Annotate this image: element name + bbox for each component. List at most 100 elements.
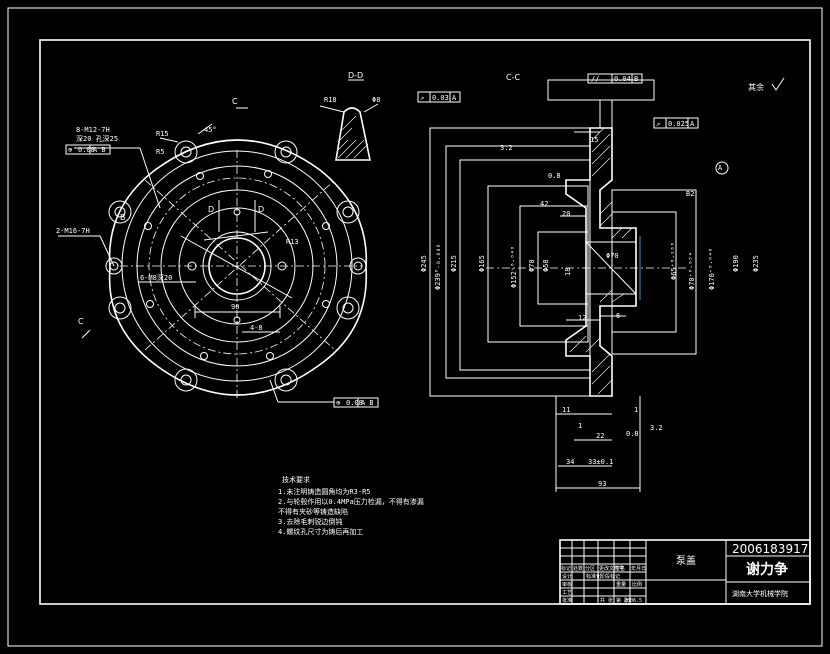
svg-text:0.8: 0.8 (626, 430, 639, 438)
svg-text:3.去除毛刺锐边倒钝: 3.去除毛刺锐边倒钝 (278, 517, 342, 526)
vertical-dims: Φ245 Φ239⁰₋₀.₀₄₆ Φ215 Φ165 Φ152⁺⁰·⁰⁴⁰ Φ7… (420, 242, 760, 290)
svg-text:Φ58: Φ58 (542, 259, 550, 272)
svg-text:33±0.1: 33±0.1 (588, 458, 613, 466)
svg-text:第 张: 第 张 (616, 597, 629, 604)
svg-text:⊕: ⊕ (68, 146, 73, 154)
svg-text:Φ70⁺⁰·⁰⁵⁴: Φ70⁺⁰·⁰⁵⁴ (688, 252, 696, 290)
svg-text:共 张: 共 张 (600, 597, 613, 604)
svg-text:1: 1 (578, 422, 582, 430)
svg-text:审核: 审核 (562, 581, 572, 588)
author-name: 谢力争 (746, 561, 788, 578)
svg-text:A: A (690, 120, 695, 128)
svg-text:标准化: 标准化 (586, 573, 601, 580)
svg-text:Φ70: Φ70 (528, 259, 536, 272)
label-dim-90: 90 (231, 303, 239, 311)
tolerance-frame-parallel: // 0.04 B (587, 73, 643, 84)
label-thread-2: 2-M16-7H (56, 227, 90, 235)
svg-text:B2: B2 (686, 190, 694, 198)
svg-text:42: 42 (540, 200, 548, 208)
student-id: 2006183917 (732, 542, 808, 556)
svg-text:A: A (452, 94, 457, 102)
svg-text:Φ215: Φ215 (450, 255, 458, 272)
svg-text:18: 18 (564, 268, 572, 276)
section-dd (319, 79, 379, 161)
part-name: 泵盖 (676, 554, 696, 567)
svg-text:Φ239⁰₋₀.₀₄₆: Φ239⁰₋₀.₀₄₆ (434, 244, 442, 290)
svg-text:⊕: ⊕ (336, 399, 341, 407)
label-angle-45: 45° (204, 126, 217, 134)
svg-text:↗: ↗ (420, 94, 424, 102)
label-section-cc: C-C (506, 73, 520, 82)
svg-text:Φ235: Φ235 (752, 255, 760, 272)
svg-text:设计: 设计 (562, 573, 572, 580)
label-sym-b: B (120, 213, 126, 222)
svg-text:B: B (634, 75, 638, 83)
svg-text:更改文件号: 更改文件号 (599, 565, 624, 572)
svg-text:0.8: 0.8 (548, 172, 561, 180)
section-cc (429, 79, 697, 492)
svg-text:Φ165: Φ165 (478, 255, 486, 272)
svg-text:1: 1 (634, 406, 638, 414)
svg-text:1.未注明铸造圆角均为R3-R5: 1.未注明铸造圆角均为R3-R5 (278, 487, 371, 496)
svg-text:Φ152⁺⁰·⁰⁴⁰: Φ152⁺⁰·⁰⁴⁰ (510, 246, 518, 288)
svg-text:A B: A B (93, 146, 106, 154)
svg-text:2.与轮毂作用以0.4MPa压力检漏，不得有渗漏: 2.与轮毂作用以0.4MPa压力检漏，不得有渗漏 (278, 497, 424, 506)
svg-text:Φ190: Φ190 (732, 255, 740, 272)
svg-text://: // (591, 75, 599, 83)
svg-text:标记: 标记 (561, 565, 571, 572)
label-thread-8-note: 深20 孔深25 (76, 134, 118, 143)
label-r15: R15 (156, 130, 169, 138)
svg-text:3.2: 3.2 (500, 144, 513, 152)
sheet-outer-frame (7, 7, 823, 647)
svg-text:签名: 签名 (615, 565, 625, 572)
surface-note: 其余 (748, 82, 764, 92)
svg-text:Φ65⁺⁰·¹⁶⁰: Φ65⁺⁰·¹⁶⁰ (670, 242, 678, 280)
svg-text:不得有夹砂等铸造缺陷: 不得有夹砂等铸造缺陷 (278, 507, 348, 516)
title-block: 标记 处数 分区 更改文件号 签名 年月日 设计 审核 工艺 批准 标准化 阶段… (559, 539, 811, 605)
svg-text:处数: 处数 (573, 565, 583, 572)
svg-text:工艺: 工艺 (562, 590, 572, 596)
label-c-bottom: C (78, 317, 84, 326)
svg-text:年月日: 年月日 (631, 565, 646, 572)
svg-text:12: 12 (578, 314, 586, 322)
label-r5: R5 (156, 148, 164, 156)
svg-text:22: 22 (596, 432, 604, 440)
technical-requirements: 技术要求 1.未注明铸造圆角均为R3-R5 2.与轮毂作用以0.4MPa压力检漏… (278, 475, 424, 536)
tolerance-frame-top: ⊕ 0.08 A B (65, 144, 111, 155)
tolerance-frame-runout-right: ↗ 0.025 A (653, 117, 699, 129)
label-cut-d-left: D (208, 205, 214, 214)
svg-text:技术要求: 技术要求 (282, 475, 310, 484)
svg-text:11: 11 (562, 406, 570, 414)
svg-text:0.025: 0.025 (668, 120, 689, 128)
svg-text:分区: 分区 (585, 565, 595, 572)
label-dim-48: 4-8 (250, 324, 263, 332)
svg-text:A B: A B (361, 399, 374, 407)
svg-text:2006.5: 2006.5 (624, 598, 642, 604)
svg-text:↗: ↗ (656, 120, 660, 128)
svg-text:0.08: 0.08 (78, 146, 95, 154)
roughness-symbol (771, 77, 785, 91)
bolt-holes (105, 140, 367, 392)
svg-text:A: A (718, 164, 723, 172)
label-phi8: Φ8 (372, 96, 380, 104)
sheet-inner-frame (39, 39, 811, 605)
surface-marks: 3.2 0.8 A 42 B2 0.8 3.2 (500, 144, 729, 438)
school-name: 湖南大学机械学院 (732, 589, 788, 598)
tolerance-frame-runout-left: ↗ 0.03 A (417, 91, 461, 103)
svg-text:0.03: 0.03 (432, 94, 449, 102)
svg-text:6: 6 (616, 312, 620, 320)
svg-text:34: 34 (566, 458, 574, 466)
svg-text:Φ70: Φ70 (606, 252, 619, 260)
svg-text:20: 20 (562, 210, 570, 218)
label-cut-d-right: D (258, 205, 264, 214)
svg-text:阶段标记: 阶段标记 (600, 573, 620, 580)
svg-text:比例: 比例 (632, 581, 642, 588)
svg-text:Φ245: Φ245 (420, 255, 428, 272)
label-thread-8: 8-M12-7H (76, 126, 110, 134)
svg-text:0.04: 0.04 (614, 75, 631, 83)
label-r13: R13 (286, 238, 299, 246)
label-c-top: C (232, 97, 238, 106)
svg-text:15: 15 (590, 136, 598, 144)
tolerance-frame-bottom: ⊕ 0.08 A B (333, 397, 379, 408)
